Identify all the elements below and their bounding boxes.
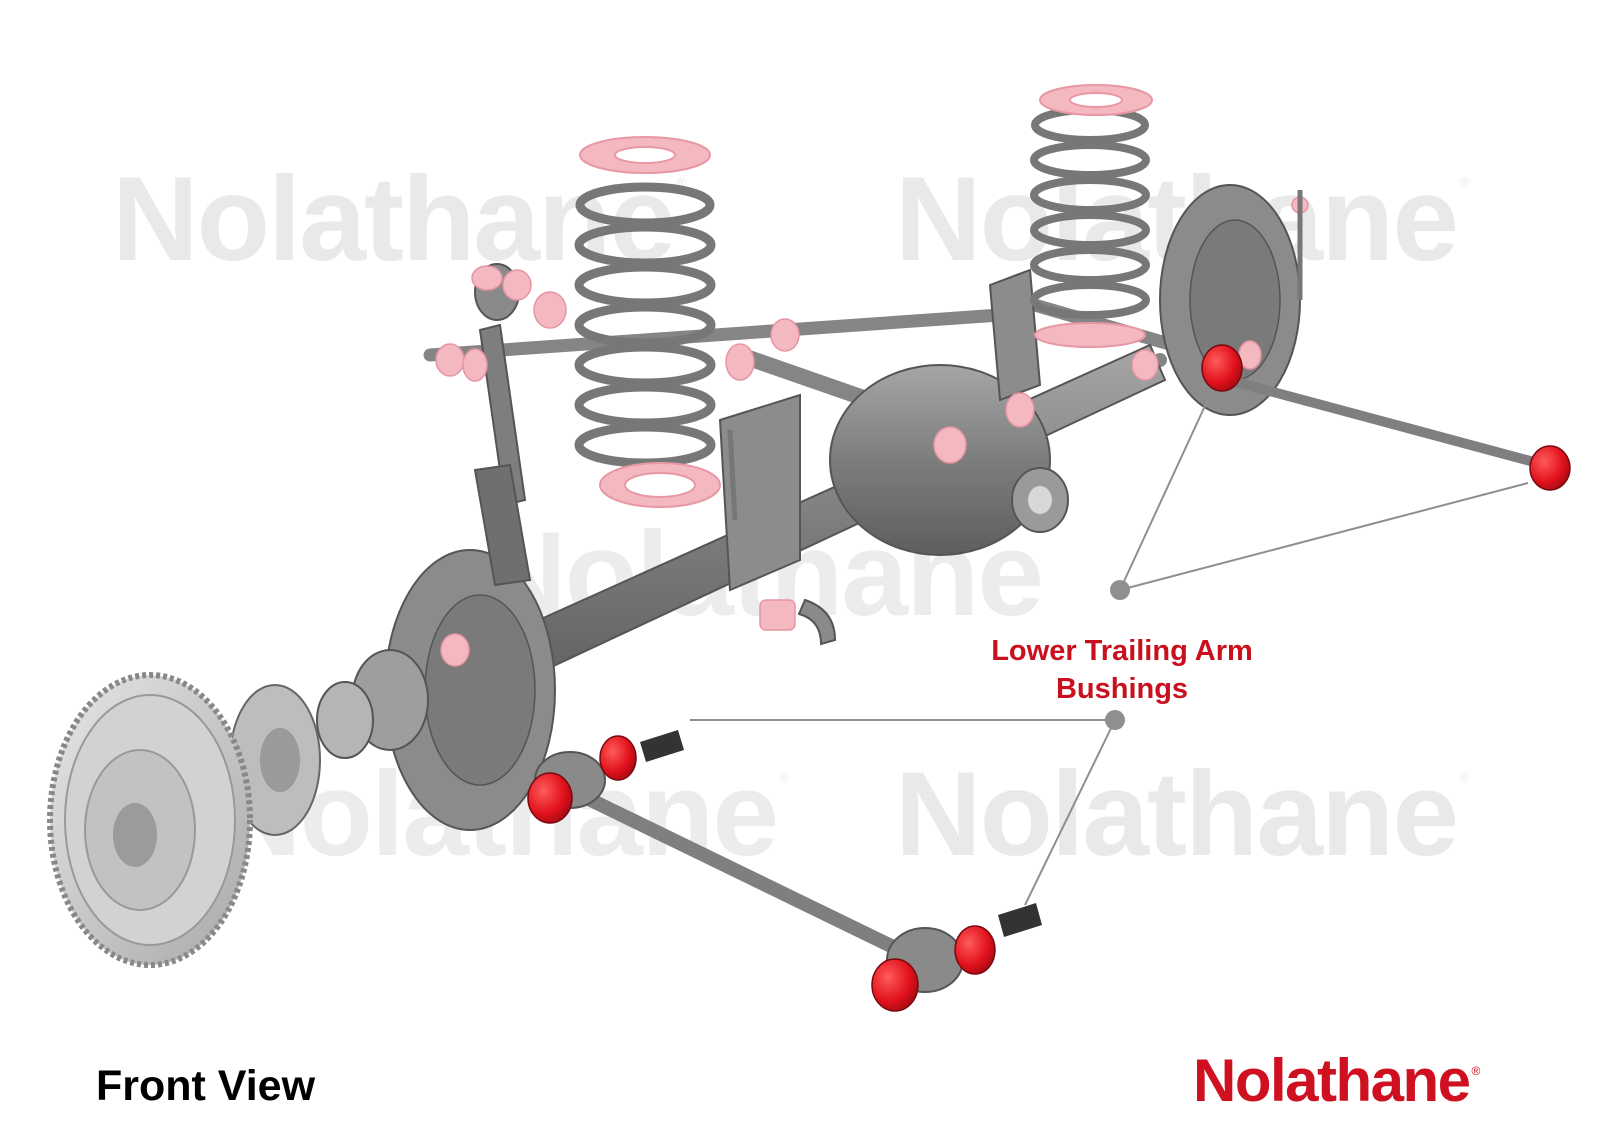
brand-name: Nolathane [1193,1047,1471,1114]
bushing-rear-right-b [1529,445,1571,491]
brand-logo: Nolathane® [1193,1046,1481,1115]
brake-disc [47,672,253,968]
registered-mark: ® [1471,1064,1481,1078]
shock-absorber [473,263,532,587]
bushing-rear-right-a [1201,344,1243,392]
callout-line-1: Lower Trailing Arm [991,635,1253,667]
callout-line-2: Bushings [1055,673,1189,705]
wheel-hub [229,649,429,836]
bushing-front-left-a [527,772,573,824]
callout-leaders [690,394,1529,906]
coil-spring-right [1030,106,1150,319]
bushing-front-left-c [871,958,919,1012]
other-bushings [435,196,1309,667]
watermark-logo: Nolathane® [112,152,686,286]
lower-trailing-arm-bushings [527,344,1571,1012]
callout-label: Lower Trailing Arm Bushings [952,632,1292,708]
bushing-front-left-d [954,925,996,975]
view-label: Front View [96,1062,316,1110]
coil-spring-left [574,182,716,468]
axle-housing [448,268,1167,707]
bushing-front-left-b [599,735,637,781]
sway-bar-bracket [727,190,1303,646]
watermark-logo: Nolathane® [895,747,1469,881]
spring-pads [578,84,1154,508]
